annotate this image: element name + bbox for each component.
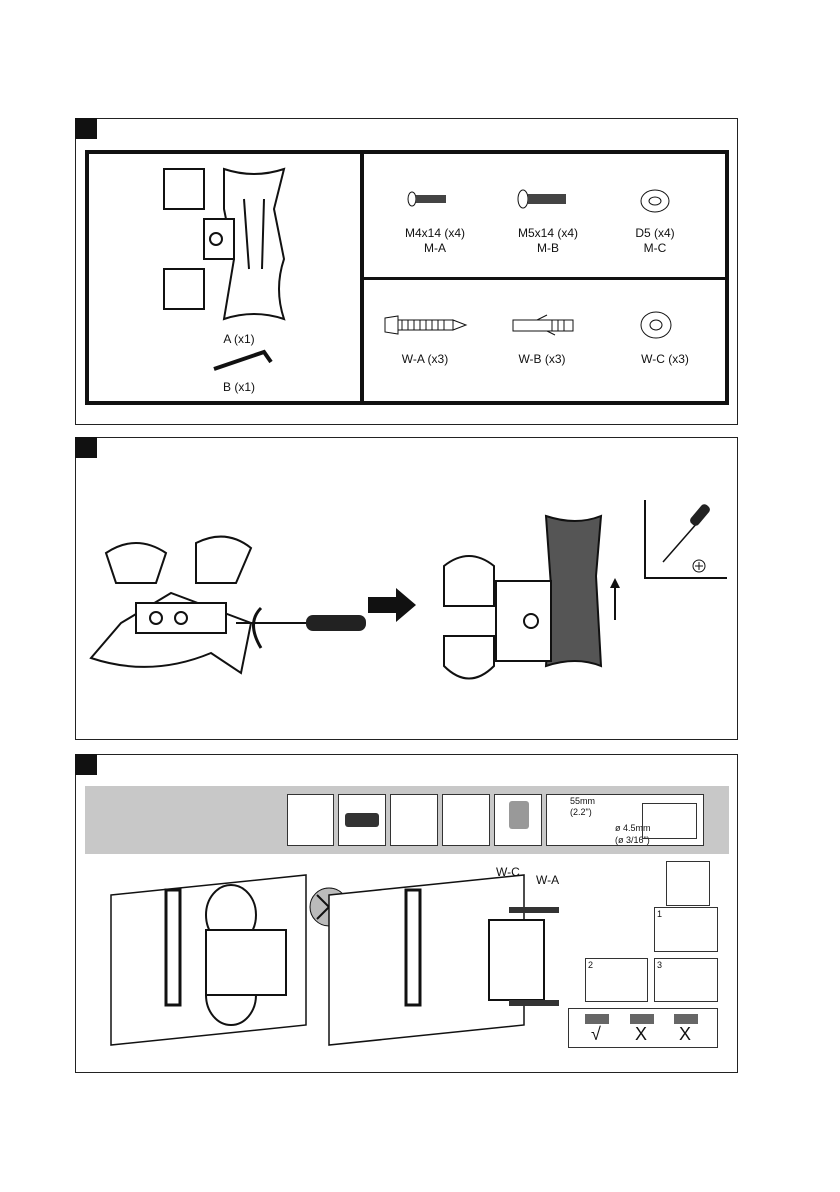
allen-key-illustration [213,349,273,371]
bracket-assembled-illustration [443,514,603,680]
tools-required-bar: 55mm (2.2") ø 4.5mm (ø 3/16") [85,786,729,854]
level-check-box: √ X X [568,1008,718,1048]
substep-1: 1 [654,907,718,952]
step-2-badge [75,437,97,458]
arrow-right-icon [368,588,416,622]
step-2-assembly-panel [75,437,738,740]
level-wrong-mark: X [679,1024,692,1044]
wall-mount-screws-illustration [328,874,559,1046]
drill-depth-diagram: 55mm (2.2") ø 4.5mm (ø 3/16") [546,794,704,846]
step-1-parts-panel: A (x1) B (x1) M4x14 (x4)M-A M5x14 (x4)M-… [75,118,738,425]
wall-mounted-bracket-illustration [110,874,307,1046]
washer-w-c-icon [640,311,672,339]
step-3-wall-mount-panel: 55mm (2.2") ø 4.5mm (ø 3/16") W-C W-A 1 … [75,754,738,1073]
divider [360,277,725,280]
bracket-a-label: A (x1) [223,332,255,346]
bracket-a-illustration [163,167,286,321]
part-m-a-label: M4x14 (x4)M-A [404,226,466,255]
bracket-loosen-illustration [89,535,366,675]
substep-2: 2 [585,958,648,1002]
screw-w-a-callout: W-A [536,873,560,887]
part-m-b-label: M5x14 (x4)M-B [517,226,579,255]
spirit-level-icon [390,794,438,846]
drill-depth-imperial-label: (2.2") [570,807,592,817]
wall-plug-w-b-icon [512,314,574,336]
washer-m-c-icon [640,189,670,213]
screw-m-a-icon [407,191,446,207]
drill-diameter-imperial-label: (ø 3/16") [615,835,650,845]
phillips-screwdriver-icon [644,500,727,579]
wall-type-icon [287,794,334,846]
step-3-badge [75,754,97,775]
pencil-icon [442,794,490,846]
wall-screw-w-a-icon [384,315,468,335]
stud-finder-icon [338,794,386,846]
washer-w-c-callout: W-C [496,865,520,879]
level-correct-mark: √ [591,1024,601,1044]
part-w-a-label: W-A (x3) [401,352,449,366]
part-m-c-label: D5 (x4)M-C [635,226,675,255]
part-w-c-label: W-C (x3) [641,352,689,366]
part-w-b-label: W-B (x3) [518,352,566,366]
drill-diameter-label: ø 4.5mm [615,823,651,833]
drill-small-icon [666,861,710,906]
level-wrong-mark: X [635,1024,648,1044]
screw-m-b-icon [517,189,566,209]
arrow-up-icon [610,578,620,620]
parts-list-box: A (x1) B (x1) M4x14 (x4)M-A M5x14 (x4)M-… [85,150,729,405]
drill-icon [494,794,542,846]
substep-3: 3 [654,958,718,1002]
allen-key-b-label: B (x1) [222,380,255,394]
step-1-badge [75,118,97,139]
drill-depth-label: 55mm [570,796,596,806]
